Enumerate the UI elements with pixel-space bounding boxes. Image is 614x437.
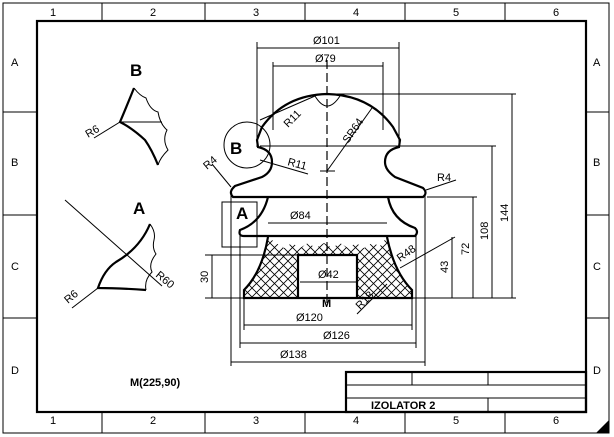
dim-d120: Ø120: [296, 312, 323, 324]
row-label: B: [11, 157, 18, 169]
insulator-section: B A: [221, 60, 427, 305]
dim-h144: 144: [499, 204, 511, 222]
row-label: C: [593, 261, 601, 273]
dim-r4-right: R4: [437, 172, 451, 184]
col-label: 5: [453, 415, 459, 427]
point-m-coordinates: M(225,90): [130, 377, 180, 389]
row-label: A: [11, 57, 19, 69]
col-label: 1: [50, 7, 56, 19]
detail-b-title: B: [130, 61, 142, 80]
detail-a-marker-label: A: [236, 204, 248, 223]
row-labels-left: A B C D: [11, 57, 19, 377]
detail-b-marker-label: B: [230, 139, 242, 158]
col-label: 1: [50, 415, 56, 427]
dim-d84: Ø84: [290, 210, 311, 222]
col-label: 3: [253, 7, 259, 19]
dimensions: [205, 42, 516, 366]
dim-r11-neck: R11: [286, 156, 308, 173]
detail-b-view: B R6: [84, 61, 169, 166]
row-label: C: [11, 261, 19, 273]
row-label: A: [593, 57, 601, 69]
col-label: 5: [453, 7, 459, 19]
col-label: 2: [150, 415, 156, 427]
dim-h72: 72: [460, 243, 472, 255]
col-label: 6: [553, 7, 559, 19]
point-m-label: M: [322, 298, 331, 310]
row-labels-right: A B C D: [593, 57, 601, 377]
dim-d42: Ø42: [318, 269, 339, 281]
dim-d101: Ø101: [313, 35, 340, 47]
dim-d79: Ø79: [315, 53, 336, 65]
column-labels-bottom: 1 2 3 4 5 6: [50, 415, 559, 427]
row-label: D: [593, 365, 601, 377]
dim-h43: 43: [439, 261, 451, 273]
row-label: B: [593, 157, 600, 169]
column-labels-top: 1 2 3 4 5 6: [50, 7, 559, 19]
dim-h30: 30: [199, 271, 211, 283]
col-label: 6: [553, 415, 559, 427]
detail-b-marker: [223, 121, 271, 169]
drawing-frame: 1 2 3 4 5 6 1 2 3 4 5 6 A B C D A B C D: [2, 2, 610, 434]
col-label: 3: [253, 415, 259, 427]
dim-d126: Ø126: [323, 330, 350, 342]
dim-d138: Ø138: [280, 349, 307, 361]
col-label: 4: [353, 7, 359, 19]
col-label: 2: [150, 7, 156, 19]
detail-a-title: A: [133, 199, 145, 218]
dimension-labels: Ø101 Ø79 Ø84 Ø42 Ø120 Ø126 Ø138 M 144 10…: [199, 35, 511, 361]
title-block: IZOLATOR 2: [344, 370, 588, 414]
dim-h108: 108: [479, 222, 491, 240]
col-label: 4: [353, 415, 359, 427]
drawing-title: IZOLATOR 2: [371, 400, 435, 412]
row-label: D: [11, 365, 19, 377]
